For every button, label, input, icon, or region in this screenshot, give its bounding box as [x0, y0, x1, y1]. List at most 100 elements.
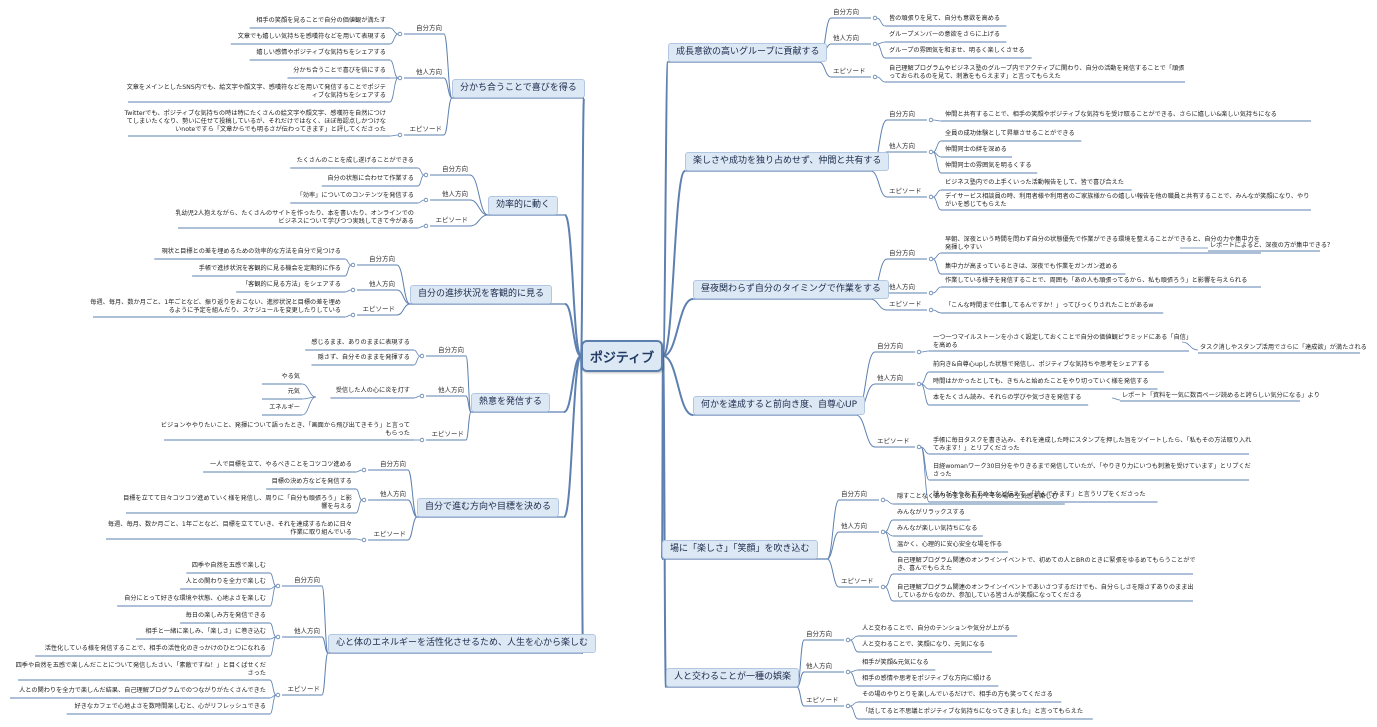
- category-ep[interactable]: エピソード: [362, 305, 396, 313]
- branch-rt1[interactable]: 成長意欲の高いグループに貢献する: [668, 43, 828, 62]
- branch-rt2[interactable]: 楽しさや成功を独り占めせず、仲間と共有する: [685, 152, 890, 171]
- leaf-rt3-ep-0[interactable]: 「こんな時間まで仕事してるんですか！」ってびっくりされたことがあるw: [945, 302, 1154, 309]
- leaf-rt5-self-0[interactable]: 隠すことなくありのままの自分でその場の空気感を楽しむ: [897, 493, 1058, 500]
- leaf-lt4-sub-2[interactable]: エネルギー: [269, 404, 300, 411]
- leaf-lt1-ep-0[interactable]: Twitterでも、ポジティブな気持ちの時は特にたくさんの絵文字や顔文字、感嘆符…: [124, 110, 387, 133]
- leaf-rt2-other-0[interactable]: 全員の成功体験として昇華させることができる: [945, 130, 1075, 137]
- leaf-rt2-ep-1[interactable]: デイサービス相談員の時、利用者様や利用者のご家族様からの嬉しい報告を他の職員と共…: [945, 193, 1310, 208]
- leaf-lt3-self-0[interactable]: 現状と目標との差を埋めるための効率的な方法を自分で見つける: [161, 248, 341, 255]
- category-ep[interactable]: エピソード: [435, 216, 469, 224]
- leaf-rt1-ep-0[interactable]: 自己理解プログラムやビジネス塾のグループ内でアクティブに関わり、自分の活動を発信…: [889, 65, 1185, 80]
- leaf-rt5-other-0[interactable]: みんながリラックスする: [897, 509, 965, 516]
- leaf-lt4-self-1[interactable]: 隠さず、自分そのままを発揮する: [317, 354, 410, 361]
- leaf-rt1-other-0[interactable]: グループメンバーの意欲をさらに上げる: [889, 31, 1001, 38]
- branch-rt3[interactable]: 昼夜関わらず自分のタイミングで作業をする: [693, 280, 889, 299]
- category-ep[interactable]: エピソード: [409, 125, 443, 133]
- leaf-lt4-sub-1[interactable]: 元気: [287, 388, 300, 395]
- leaf-lt6-self-1[interactable]: 人との関わりを全力で楽しむ: [185, 578, 266, 585]
- branch-lt6[interactable]: 心と体のエネルギーを活性化させるため、人生を心から楽しむ: [328, 634, 597, 653]
- leaf-lt1-other-2[interactable]: 文章をメインとしたSNS内でも、絵文字や顔文字、感嘆符などを用いて発信することで…: [126, 84, 386, 99]
- category-other[interactable]: 他人方向: [833, 34, 859, 42]
- category-self[interactable]: 自分方向: [369, 255, 395, 263]
- branch-rt5[interactable]: 場に「楽しさ」「笑顔」を吹き込む: [662, 540, 818, 559]
- category-ep[interactable]: エピソード: [287, 685, 321, 693]
- category-self[interactable]: 自分方向: [438, 346, 464, 354]
- category-self[interactable]: 自分方向: [889, 249, 915, 257]
- leaf-rt3-self-0[interactable]: 早朝、深夜という時間を問わず自分の状態優先で作業ができる環境を整えることができる…: [945, 236, 1260, 251]
- category-self[interactable]: 自分方向: [380, 460, 406, 468]
- leaf-lt4-sub-0[interactable]: やる気: [281, 373, 300, 380]
- leaf-lt6-other-2[interactable]: 活性化している様を発信することで、相手の活性化のきっかけのひとつになれる: [44, 645, 266, 652]
- category-other[interactable]: 他人方向: [438, 386, 464, 394]
- branch-rt6[interactable]: 人と交わることが一種の娯楽: [666, 668, 800, 687]
- category-ep[interactable]: エピソード: [833, 67, 866, 75]
- leaf-lt2-self-0[interactable]: たくさんのことを成し遂げることができる: [296, 157, 414, 164]
- leaf-lt1-self-1[interactable]: 文章でも嬉しい気持ちを感嘆符などを用いて表現する: [237, 33, 386, 40]
- leaf-lt5-self-0[interactable]: 一人で目標を立て、やるべきことをコツコツ進める: [209, 461, 352, 468]
- leaf-lt6-ep-2[interactable]: 好きなカフェで心地よさを数時間楽しむと、心がリフレッシュできる: [74, 703, 266, 710]
- category-other[interactable]: 他人方向: [294, 627, 320, 635]
- branch-lt2[interactable]: 効率的に動く: [488, 196, 559, 215]
- category-other[interactable]: 他人方向: [877, 374, 903, 382]
- leaf-lt4-other-0[interactable]: 受信した人の心に炎を灯す: [335, 387, 410, 394]
- category-self[interactable]: 自分方向: [442, 165, 468, 173]
- category-ep[interactable]: エピソード: [877, 437, 910, 445]
- leaf-lt6-self-2[interactable]: 自分にとって好きな環境や状態、心地よさを楽しむ: [124, 595, 266, 602]
- branch-lt1[interactable]: 分かち合うことで喜びを得る: [452, 79, 585, 98]
- leaf-rt2-ep-0[interactable]: ビジネス塾内での上手くいった活動報告をして、皆で喜び合えた: [945, 179, 1124, 186]
- category-ep[interactable]: エピソード: [431, 430, 465, 438]
- leaf-rt5-other-2[interactable]: 温かく、心理的に安心安全な場を作る: [897, 541, 1003, 548]
- category-other[interactable]: 他人方向: [841, 522, 867, 530]
- leaf-lt6-other-1[interactable]: 相手と一緒に楽しみ、「楽しさ」に巻き込む: [145, 628, 266, 635]
- leaf-rt1-other-1[interactable]: グループの雰囲気を和ませ、明るく楽しくさせる: [889, 47, 1025, 54]
- category-other[interactable]: 他人方向: [442, 190, 468, 198]
- leaf-lt4-self-0[interactable]: 感じるまま、ありのままに表現する: [311, 339, 410, 346]
- leaf-lt1-self-0[interactable]: 相手の笑顔を見ることで自分の価値観が満たす: [256, 17, 386, 24]
- category-other[interactable]: 他人方向: [369, 280, 395, 288]
- category-self[interactable]: 自分方向: [877, 342, 903, 350]
- leaf-lt6-self-0[interactable]: 四季や自然を五感で楽しむ: [191, 562, 266, 569]
- leaf-rt4-self-0[interactable]: 一つ一つマイルストーンを小さく設定しておくことで自分の価値観ピラミッドにある「自…: [933, 334, 1193, 349]
- leaf-rt2-self-0[interactable]: 仲間と共有することで、相手の笑顔やポジティブな気持ちを受け取ることができる、さら…: [945, 111, 1277, 118]
- leaf-rt4-ep-2[interactable]: 読んだ本やおすすめ本など伝えて、「読んでみます」と言うリプをくださった: [933, 491, 1146, 498]
- leaf-lt6-ep-1[interactable]: 人との関わりを全力で楽しんだ結果、自己理解プログラムでのつながりがたくさんできた: [19, 687, 266, 694]
- leaf-rt4-ep-0[interactable]: 手帳に毎日タスクを書き込み、それを達成した時にスタンプを押した旨をツイートしたら…: [933, 437, 1252, 452]
- category-self[interactable]: 自分方向: [841, 490, 867, 498]
- category-ep[interactable]: エピソード: [373, 530, 407, 538]
- note-rt3[interactable]: レポートによると、深夜の方が集中できる？: [1210, 242, 1334, 249]
- leaf-lt1-other-1[interactable]: 分かち合うことで喜びを倍にする: [293, 67, 386, 74]
- leaf-lt6-other-0[interactable]: 毎日の楽しみ方を発信できる: [185, 612, 266, 619]
- category-other[interactable]: 他人方向: [380, 490, 406, 498]
- leaf-lt2-self-1[interactable]: 自分の状態に合わせて作業する: [327, 175, 414, 182]
- leaf-lt3-self-1[interactable]: 手帳で進捗状況を客観的に見る機会を定期的に作る: [198, 265, 341, 272]
- branch-lt3[interactable]: 自分の進捗状況を客観的に見る: [410, 285, 553, 304]
- leaf-lt5-other-0[interactable]: 目標の決め方などを発信する: [271, 478, 352, 485]
- note-rt4b[interactable]: レポート「資料を一気に数百ページ読めると誇らしい気分になる」より: [1122, 392, 1320, 399]
- note-rt4[interactable]: タスク消しやスタンプ活用でさらに「達成欲」が満たされる: [1200, 344, 1367, 351]
- category-self[interactable]: 自分方向: [833, 8, 859, 16]
- leaf-lt3-other-0[interactable]: 「客観的に見る方法」をシェアする: [242, 281, 341, 288]
- central-topic[interactable]: ポジティブ: [581, 340, 663, 372]
- branch-rt4[interactable]: 何かを達成すると前向き度、自尊心UP: [693, 396, 866, 415]
- category-self[interactable]: 自分方向: [416, 24, 442, 32]
- category-other[interactable]: 他人方向: [806, 662, 832, 670]
- leaf-lt5-ep-0[interactable]: 毎週、毎月、数か月ごと、1年ごとなど、目標を立てていき、それを達成するために日々…: [107, 521, 352, 536]
- leaf-rt6-ep-1[interactable]: 「話してると不思議とポジティブな気持ちになってきました」と言ってもらえた: [862, 708, 1084, 715]
- leaf-lt1-other-0[interactable]: 嬉しい感情やポジティブな気持ちをシェアする: [256, 49, 386, 56]
- leaf-rt6-self-0[interactable]: 人と交わることで、自分のテンションや気分が上がる: [862, 625, 1011, 632]
- category-ep[interactable]: エピソード: [889, 300, 922, 308]
- leaf-rt5-other-1[interactable]: みんなが楽しい気持ちになる: [897, 525, 978, 532]
- leaf-lt2-other-0[interactable]: 「効率」についてのコンテンツを発信する: [296, 192, 414, 199]
- leaf-rt4-other-1[interactable]: 時間はかかったとしても、きちんと始めたことをやり切っていく様を発信する: [933, 378, 1149, 385]
- category-self[interactable]: 自分方向: [889, 110, 915, 118]
- leaf-rt4-other-0[interactable]: 前向き&自尊心upした状態で発信し、ポジティブな気持ちや思考をシェアする: [933, 361, 1150, 368]
- leaf-rt3-other-0[interactable]: 作業している様子を発信することで、周囲も「あの人も頑張ってるから、私も頑張ろう」…: [945, 277, 1248, 284]
- leaf-lt3-ep-0[interactable]: 毎週、毎月、数か月ごと、1年ごとなど、振り返りをおこない、進捗状況と目標の差を埋…: [90, 299, 341, 314]
- leaf-lt5-other-1[interactable]: 目標を立てて日々コツコツ進めていく様を発信し、周りに「自分も頑張ろう」と影響を与…: [123, 495, 352, 510]
- category-other[interactable]: 他人方向: [889, 142, 915, 150]
- category-other[interactable]: 他人方向: [416, 68, 442, 76]
- category-self[interactable]: 自分方向: [806, 630, 832, 638]
- category-self[interactable]: 自分方向: [294, 576, 320, 584]
- branch-lt4[interactable]: 熱意を発信する: [471, 393, 551, 412]
- leaf-lt4-ep-0[interactable]: ビジョンややりたいこと、発揮について語ったとき、「画面から飛び出てきそう」と言っ…: [160, 422, 410, 437]
